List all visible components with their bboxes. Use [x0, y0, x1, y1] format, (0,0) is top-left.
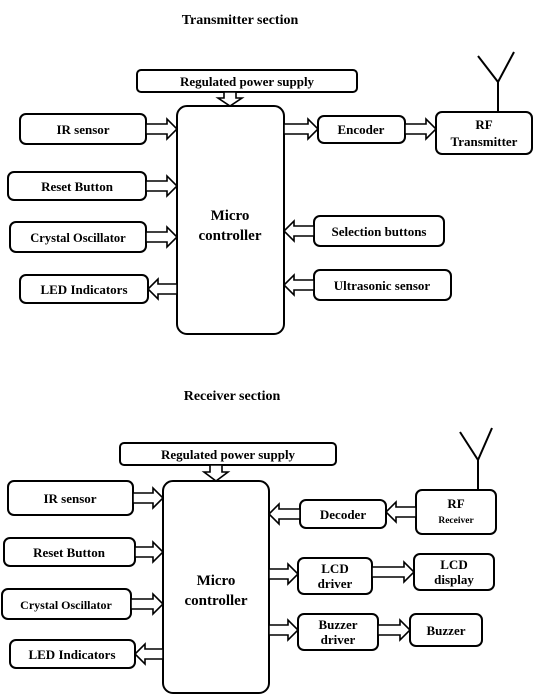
- tx-led-arrow: [146, 277, 178, 301]
- rx-crystal-arrow: [130, 592, 165, 616]
- rx-lcd-display-label-1: LCD: [440, 557, 467, 572]
- tx-selection-arrow: [282, 219, 315, 243]
- tx-reset-arrow: [145, 174, 179, 198]
- rx-power-box: [119, 442, 337, 466]
- tx-antenna-icon: [477, 51, 515, 112]
- tx-rf-label-2: Transmitter: [451, 134, 518, 149]
- rx-lcd-driver-arrow: [268, 562, 300, 586]
- tx-rf-arrow: [404, 117, 438, 141]
- rx-rf-label-1: RF: [447, 496, 464, 511]
- rx-crystal-label: Crystal Oscillator: [20, 598, 112, 612]
- rx-buzzer-driver-arrow: [268, 618, 300, 642]
- rx-buzzer-driver-label-1: Buzzer: [319, 617, 358, 632]
- tx-ultrasonic-label: Ultrasonic sensor: [334, 278, 431, 293]
- rx-lcd-display-arrow: [371, 560, 416, 584]
- rx-ir-sensor-label: IR sensor: [43, 491, 96, 506]
- rx-power-label: Regulated power supply: [161, 447, 296, 462]
- rx-rf-arrow: [384, 500, 417, 524]
- rx-reset-arrow: [134, 540, 165, 564]
- tx-ir-arrow: [145, 117, 179, 141]
- tx-encoder-label: Encoder: [338, 122, 385, 137]
- rx-buzzer-label: Buzzer: [427, 623, 466, 638]
- tx-rf-box: [435, 111, 533, 155]
- transmitter-title: Transmitter section: [182, 13, 299, 28]
- tx-power-label: Regulated power supply: [180, 74, 315, 89]
- rx-decoder-label: Decoder: [320, 507, 366, 522]
- rx-lcd-display-label-2: display: [434, 572, 474, 587]
- rx-ir-arrow: [132, 486, 165, 510]
- tx-micro-label-2: controller: [198, 228, 261, 244]
- rx-rf-label-2: Receiver: [438, 516, 474, 526]
- tx-reset-label: Reset Button: [41, 179, 114, 194]
- rx-lcd-driver-label-2: driver: [318, 576, 353, 591]
- rx-power-arrow: [201, 464, 231, 482]
- rx-buzzer-driver-label-2: driver: [321, 632, 356, 647]
- rx-micro-label-1: Micro: [197, 573, 236, 589]
- rx-micro-label-2: controller: [184, 593, 247, 609]
- tx-encoder-arrow: [283, 117, 320, 141]
- tx-micro-label-1: Micro: [211, 208, 250, 224]
- tx-ultrasonic-arrow: [282, 273, 315, 297]
- tx-crystal-label: Crystal Oscillator: [30, 231, 126, 245]
- tx-led-label: LED Indicators: [40, 282, 127, 297]
- rx-reset-label: Reset Button: [33, 545, 106, 560]
- tx-rf-label-1: RF: [475, 117, 492, 132]
- rx-decoder-arrow: [267, 502, 301, 526]
- tx-crystal-arrow: [145, 225, 179, 249]
- receiver-title: Receiver section: [184, 389, 281, 404]
- transmitter-section: Transmitter section Regulated power supp…: [7, 13, 533, 335]
- tx-ir-sensor-label: IR sensor: [56, 122, 109, 137]
- rx-lcd-driver-label-1: LCD: [321, 561, 348, 576]
- rx-led-arrow: [133, 642, 164, 666]
- receiver-section: Receiver section Regulated power supply …: [1, 389, 497, 694]
- rx-led-label: LED Indicators: [28, 647, 115, 662]
- tx-power-arrow: [215, 91, 245, 107]
- tx-power-box: [136, 69, 358, 93]
- tx-selection-label: Selection buttons: [332, 224, 427, 239]
- rx-antenna-icon: [459, 427, 493, 490]
- rx-buzzer-arrow: [377, 618, 412, 642]
